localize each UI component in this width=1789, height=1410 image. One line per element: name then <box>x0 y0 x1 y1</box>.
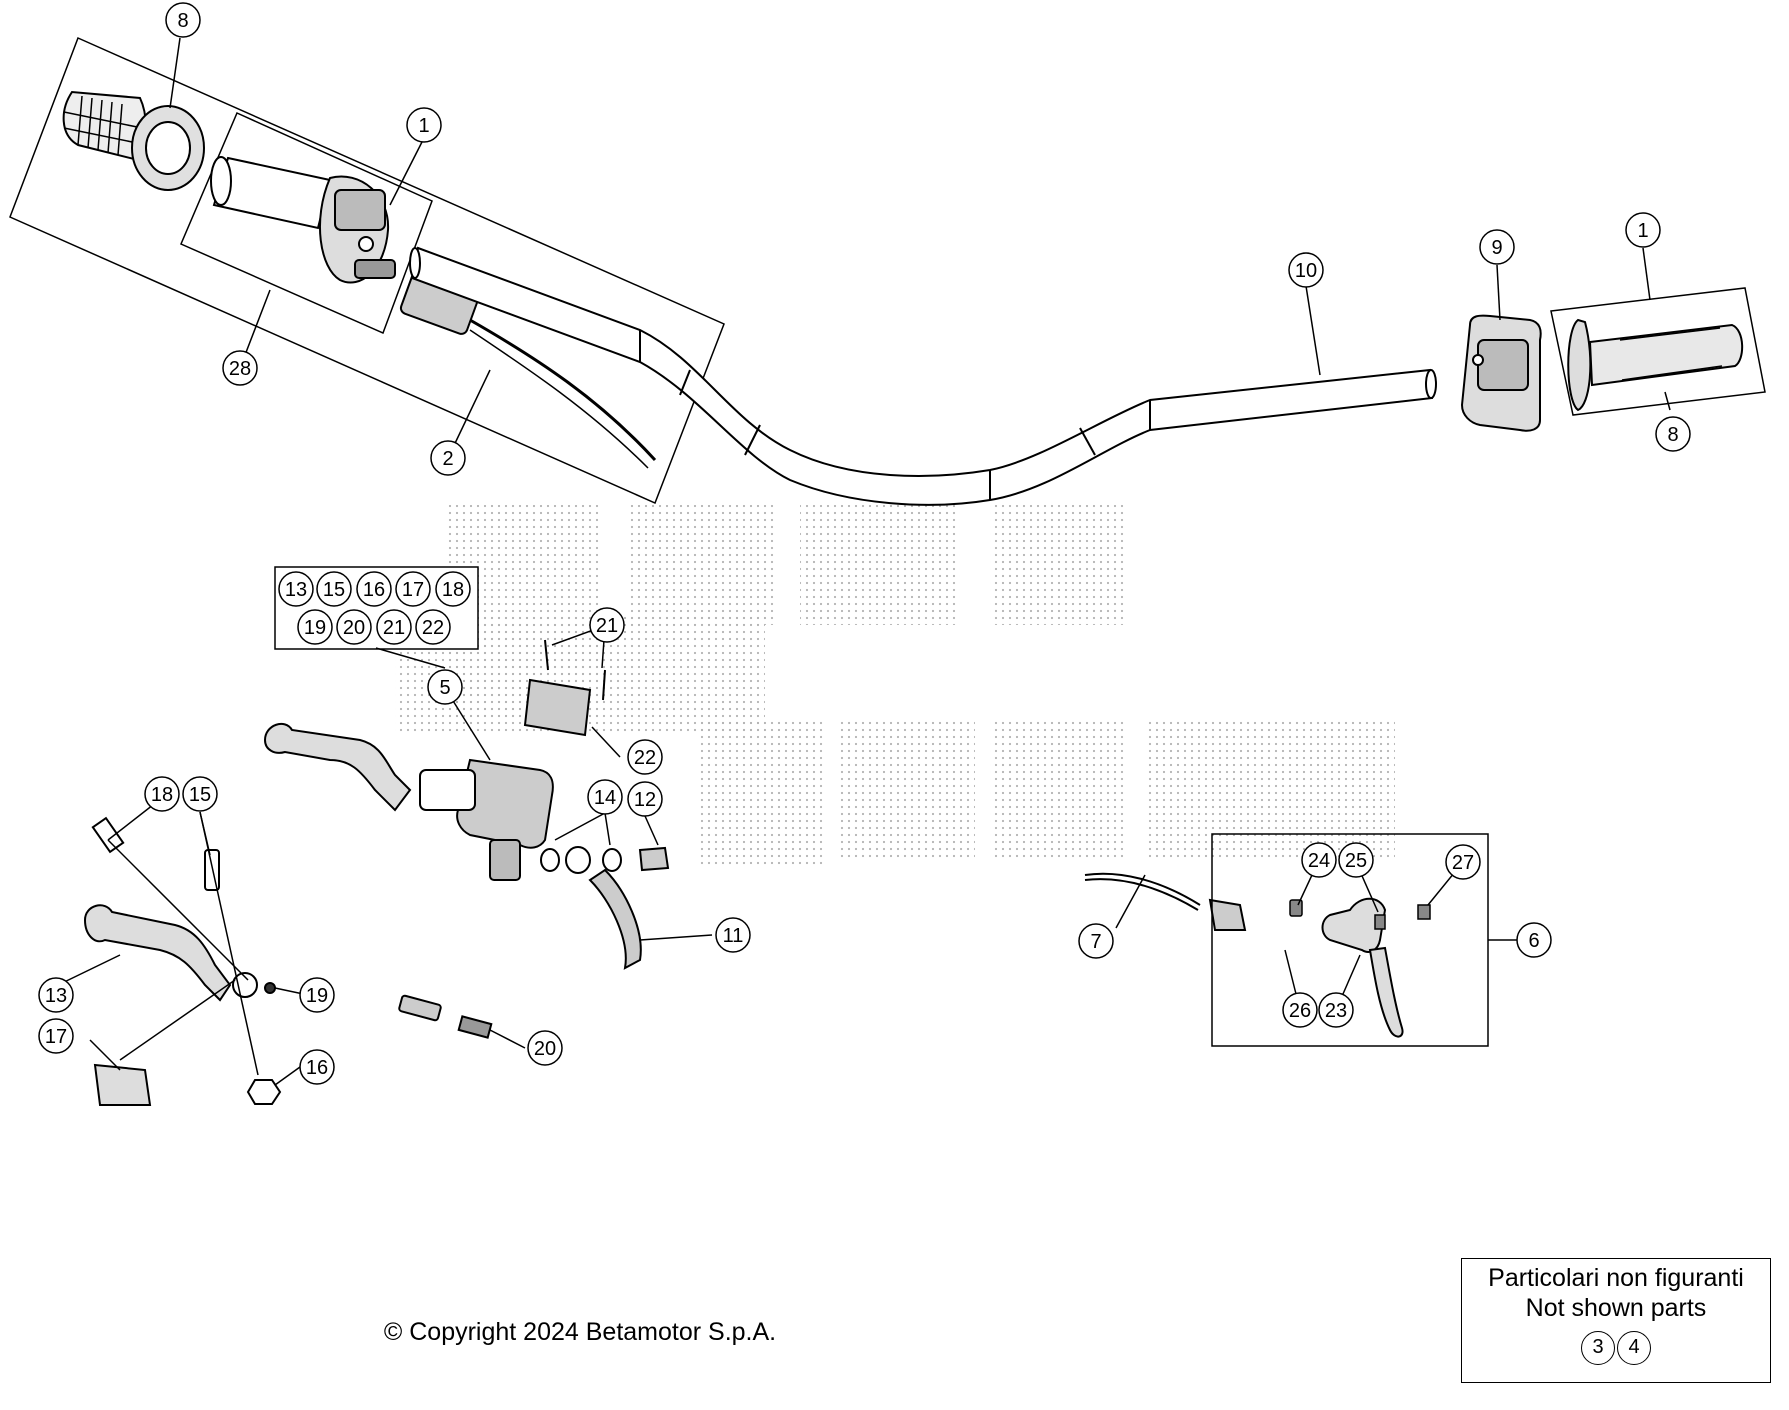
kit-callout-15: 15 <box>316 571 352 607</box>
svg-text:16: 16 <box>363 579 385 601</box>
callout-28: 28 <box>222 350 258 386</box>
svg-text:21: 21 <box>383 617 405 639</box>
callout-7: 7 <box>1078 923 1114 959</box>
kit-callout-18: 18 <box>435 571 471 607</box>
svg-text:6: 6 <box>1528 930 1539 952</box>
svg-text:8: 8 <box>1667 424 1678 446</box>
svg-text:5: 5 <box>439 677 450 699</box>
svg-text:16: 16 <box>306 1057 328 1079</box>
svg-text:26: 26 <box>1289 1000 1311 1022</box>
svg-text:20: 20 <box>534 1038 556 1060</box>
callout-27: 27 <box>1445 844 1481 880</box>
callout-10: 10 <box>1288 252 1324 288</box>
callout-5: 5 <box>427 669 463 705</box>
kit-callout-19: 19 <box>297 609 333 645</box>
svg-text:25: 25 <box>1345 850 1367 872</box>
loose-lever-parts <box>83 816 493 1106</box>
kit-row-1: 13 15 16 17 18 <box>278 571 471 607</box>
brake-hose <box>540 846 670 970</box>
legend-refs: 3 4 <box>1462 1331 1770 1365</box>
kit-row-2: 19 20 21 22 <box>297 609 451 645</box>
callout-2: 2 <box>430 440 466 476</box>
callout-6: 6 <box>1516 922 1552 958</box>
callout-1-right: 1 <box>1625 212 1661 248</box>
right-switch <box>1460 314 1542 432</box>
clutch-group <box>1211 833 1489 1047</box>
callout-1-left: 1 <box>406 107 442 143</box>
svg-text:19: 19 <box>306 985 328 1007</box>
svg-text:24: 24 <box>1308 850 1330 872</box>
kit-callout-16: 16 <box>356 571 392 607</box>
svg-text:28: 28 <box>229 358 251 380</box>
svg-text:1: 1 <box>418 115 429 137</box>
left-grip-group <box>9 36 725 505</box>
svg-text:1: 1 <box>1637 220 1648 242</box>
kit-callout-20: 20 <box>336 609 372 645</box>
kit-callout-21: 21 <box>376 609 412 645</box>
callout-20: 20 <box>527 1030 563 1066</box>
part-callouts: 8 1 28 2 10 9 1 8 5 21 22 14 12 11 18 15… <box>38 2 1691 1085</box>
left-grip-part <box>62 90 205 191</box>
svg-text:21: 21 <box>596 615 618 637</box>
callout-11: 11 <box>715 917 751 953</box>
callout-14: 14 <box>587 779 623 815</box>
svg-text:23: 23 <box>1325 1000 1347 1022</box>
callout-25: 25 <box>1338 842 1374 878</box>
svg-text:18: 18 <box>151 784 173 806</box>
callout-15: 15 <box>182 776 218 812</box>
callout-16: 16 <box>299 1049 335 1085</box>
kit-callout-17: 17 <box>395 571 431 607</box>
callout-9: 9 <box>1479 229 1515 265</box>
svg-text:15: 15 <box>189 784 211 806</box>
callout-26: 26 <box>1282 992 1318 1028</box>
svg-text:19: 19 <box>304 617 326 639</box>
svg-text:2: 2 <box>442 448 453 470</box>
svg-text:20: 20 <box>343 617 365 639</box>
copyright-footer: © Copyright 2024 Betamotor S.p.A. <box>383 1318 777 1346</box>
callout-8-right: 8 <box>1655 416 1691 452</box>
callout-8-left: 8 <box>165 2 201 38</box>
svg-text:17: 17 <box>402 579 424 601</box>
svg-text:9: 9 <box>1491 237 1502 259</box>
svg-text:18: 18 <box>442 579 464 601</box>
svg-text:14: 14 <box>594 787 616 809</box>
callout-19: 19 <box>299 977 335 1013</box>
callout-17: 17 <box>38 1018 74 1054</box>
throttle-assembly <box>210 156 396 284</box>
callout-13: 13 <box>38 977 74 1013</box>
legend-title: Particolari non figuranti <box>1488 1264 1744 1292</box>
callout-22: 22 <box>627 739 663 775</box>
svg-text:17: 17 <box>45 1026 67 1048</box>
legend-subtitle: Not shown parts <box>1525 1294 1707 1322</box>
callout-18: 18 <box>144 776 180 812</box>
svg-text:15: 15 <box>323 579 345 601</box>
not-shown-parts-legend: Particolari non figuranti Not shown part… <box>1461 1258 1771 1383</box>
clutch-cable <box>1084 872 1247 931</box>
kit-callout-22: 22 <box>415 609 451 645</box>
svg-text:27: 27 <box>1452 852 1474 874</box>
callout-24: 24 <box>1301 842 1337 878</box>
right-grip-group <box>1550 287 1766 416</box>
callout-12: 12 <box>627 781 663 817</box>
svg-text:22: 22 <box>422 617 444 639</box>
callout-21: 21 <box>589 607 625 643</box>
svg-text:11: 11 <box>723 925 744 947</box>
svg-text:13: 13 <box>45 985 67 1007</box>
svg-text:13: 13 <box>285 579 307 601</box>
kit-callout-13: 13 <box>278 571 314 607</box>
brake-master-cylinder <box>263 639 606 881</box>
svg-text:10: 10 <box>1295 260 1317 282</box>
handlebar <box>409 246 1437 506</box>
svg-text:8: 8 <box>177 10 188 32</box>
legend-ref-3: 3 <box>1581 1331 1615 1365</box>
svg-text:12: 12 <box>634 789 656 811</box>
svg-text:22: 22 <box>634 747 656 769</box>
svg-text:7: 7 <box>1090 931 1101 953</box>
legend-ref-4: 4 <box>1617 1331 1651 1365</box>
callout-23: 23 <box>1318 992 1354 1028</box>
